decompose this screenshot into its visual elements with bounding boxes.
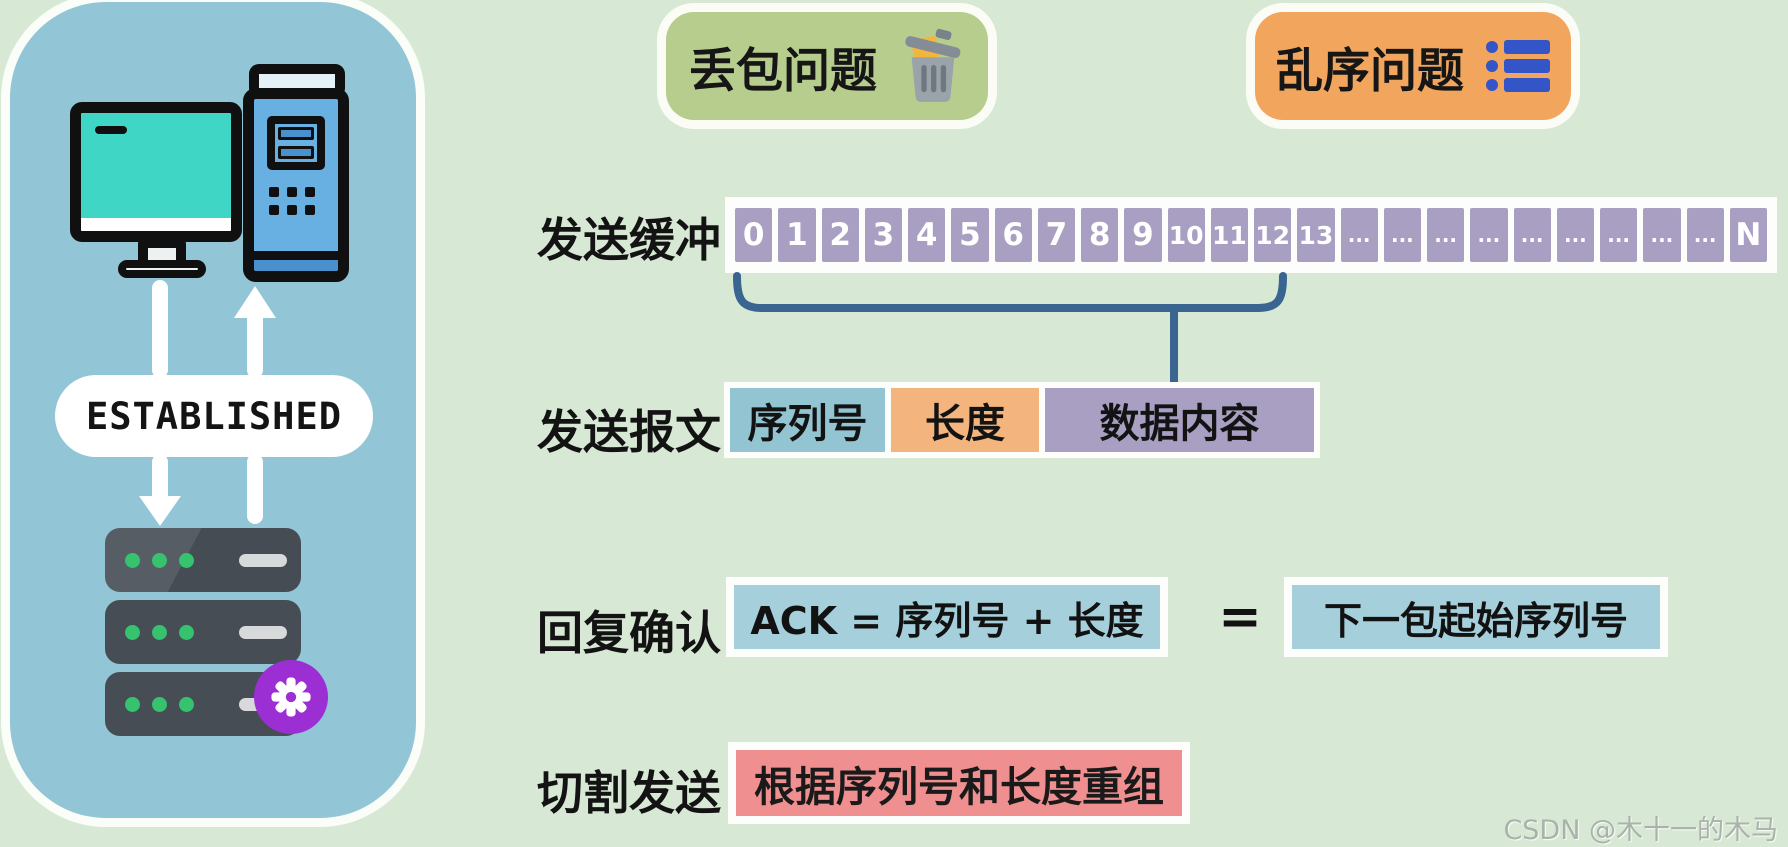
badge-packet-loss: 丢包问题: [666, 12, 988, 120]
equals-sign: =: [1218, 587, 1262, 647]
buffer-cell: 4: [908, 208, 946, 262]
tower-drive-panel: [267, 116, 325, 170]
tower-vents: [269, 187, 325, 215]
badge-out-of-order-label: 乱序问题: [1276, 43, 1464, 99]
buffer-cell: 12: [1254, 208, 1292, 262]
connection-panel: ESTABLISHED: [10, 2, 416, 818]
buffer-cell: 1: [778, 208, 816, 262]
buffer-cell: 6: [994, 208, 1032, 262]
ack-result-text: 下一包起始序列号: [1323, 598, 1628, 643]
arrow-up-head: [234, 286, 276, 318]
buffer-cell: 11: [1210, 208, 1248, 262]
badge-packet-loss-label: 丢包问题: [689, 43, 877, 99]
buffer-cell: 8: [1081, 208, 1119, 262]
buffer-cell: ...: [1600, 208, 1638, 262]
status-pill: ESTABLISHED: [55, 375, 373, 457]
server-rack-unit: [105, 600, 301, 664]
trash-icon: [905, 28, 961, 102]
buffer-cell: 3: [864, 208, 902, 262]
buffer-cell: 7: [1037, 208, 1075, 262]
buffer-cell: ...: [1513, 208, 1551, 262]
tower-drive-bar: [278, 146, 314, 159]
buffer-cell: ...: [1643, 208, 1681, 262]
ack-result-box: 下一包起始序列号: [1284, 577, 1668, 657]
ack-formula-text: ACK = 序列号 + 长度: [750, 598, 1144, 643]
monitor-menu-dash: [95, 126, 127, 134]
buffer-cell: 10: [1167, 208, 1205, 262]
arrow-down-head: [139, 496, 181, 526]
ack-formula-box: ACK = 序列号 + 长度: [726, 577, 1168, 657]
tower-bottom-band: [254, 251, 338, 271]
packet-field-1: 长度: [891, 388, 1039, 452]
buffer-cell: ...: [1686, 208, 1724, 262]
send-packet-label: 发送报文: [537, 405, 721, 459]
list-icon: [1486, 40, 1550, 92]
buffer-cell: ...: [1427, 208, 1465, 262]
split-note-text: 根据序列号和长度重组: [754, 763, 1164, 811]
buffer-cell: ...: [1556, 208, 1594, 262]
send-buffer-label: 发送缓冲: [537, 213, 721, 267]
packet-field-0: 序列号: [730, 388, 885, 452]
gear-icon: [271, 677, 311, 717]
server-rack-unit: [105, 528, 301, 592]
gear-badge: [254, 660, 328, 734]
badge-out-of-order: 乱序问题: [1255, 12, 1571, 120]
buffer-cell: N: [1729, 208, 1767, 262]
monitor-icon: [70, 102, 242, 242]
tower-drive-bar: [278, 127, 314, 140]
packet-field-2: 数据内容: [1045, 388, 1314, 452]
tower-icon: [243, 88, 349, 282]
buffer-cell: 13: [1297, 208, 1335, 262]
ack-label: 回复确认: [537, 606, 721, 660]
buffer-cell: ...: [1340, 208, 1378, 262]
buffer-cell: ...: [1470, 208, 1508, 262]
send-packet-strip: 序列号长度数据内容: [724, 382, 1320, 458]
split-note-box: 根据序列号和长度重组: [728, 742, 1190, 824]
buffer-cell: ...: [1383, 208, 1421, 262]
split-label: 切割发送: [537, 766, 721, 820]
buffer-cell: 2: [821, 208, 859, 262]
buffer-cell: 0: [735, 208, 773, 262]
monitor-base: [118, 260, 206, 278]
watermark: CSDN @木十一的木马: [1503, 815, 1778, 846]
buffer-cell: 5: [951, 208, 989, 262]
monitor-chin: [81, 218, 231, 231]
status-label: ESTABLISHED: [85, 394, 343, 438]
buffer-cell: 9: [1124, 208, 1162, 262]
